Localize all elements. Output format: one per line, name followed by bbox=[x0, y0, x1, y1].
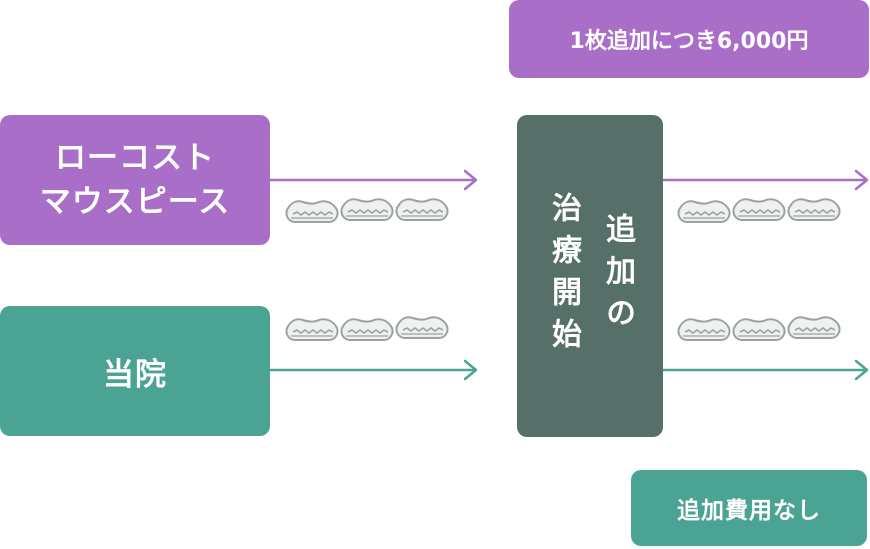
mouthpiece-aligner-icon bbox=[732, 198, 786, 221]
lowcost-mouthpiece-box: ローコスト マウスピース bbox=[0, 115, 270, 245]
mouthpiece-aligner-icon bbox=[677, 318, 731, 341]
no-additional-fee-text: 追加費用なし bbox=[677, 498, 821, 524]
mouthpiece-aligner-icon bbox=[732, 318, 786, 341]
additional-treatment-col2: 治療開始 bbox=[546, 192, 581, 360]
mouthpiece-aligner-icon bbox=[285, 200, 339, 223]
arrow-lowcost-to-treatment bbox=[270, 169, 478, 191]
clinic-label: 当院 bbox=[103, 356, 167, 393]
additional-treatment-col1: 追加の bbox=[600, 213, 635, 339]
mouthpiece-aligner-icon bbox=[395, 316, 449, 339]
mouthpiece-aligner-icon bbox=[677, 200, 731, 223]
aligner-group-lowcost bbox=[285, 198, 449, 223]
additional-cost-label: 1枚追加につき6,000円 bbox=[509, 0, 869, 78]
clinic-box: 当院 bbox=[0, 306, 270, 436]
mouthpiece-aligner-icon bbox=[787, 316, 841, 339]
lowcost-line2: マウスピース bbox=[39, 184, 231, 220]
mouthpiece-aligner-icon bbox=[340, 318, 394, 341]
arrow-treatment-to-right-purple bbox=[663, 169, 869, 191]
no-additional-fee-label: 追加費用なし bbox=[631, 470, 867, 546]
additional-treatment-box: 追加の 治療開始 bbox=[517, 115, 663, 437]
mouthpiece-aligner-icon bbox=[395, 198, 449, 221]
arrow-treatment-to-right-teal bbox=[663, 359, 869, 381]
arrow-clinic-to-treatment bbox=[270, 359, 478, 381]
mouthpiece-aligner-icon bbox=[340, 198, 394, 221]
mouthpiece-aligner-icon bbox=[285, 318, 339, 341]
additional-cost-text: 1枚追加につき6,000円 bbox=[569, 29, 809, 54]
mouthpiece-aligner-icon bbox=[787, 198, 841, 221]
aligner-group-lowcost-after bbox=[677, 198, 841, 223]
additional-treatment-columns: 追加の 治療開始 bbox=[545, 192, 635, 360]
aligner-group-clinic-after bbox=[677, 316, 841, 341]
lowcost-line1: ローコスト bbox=[55, 140, 215, 176]
aligner-group-clinic bbox=[285, 316, 449, 341]
